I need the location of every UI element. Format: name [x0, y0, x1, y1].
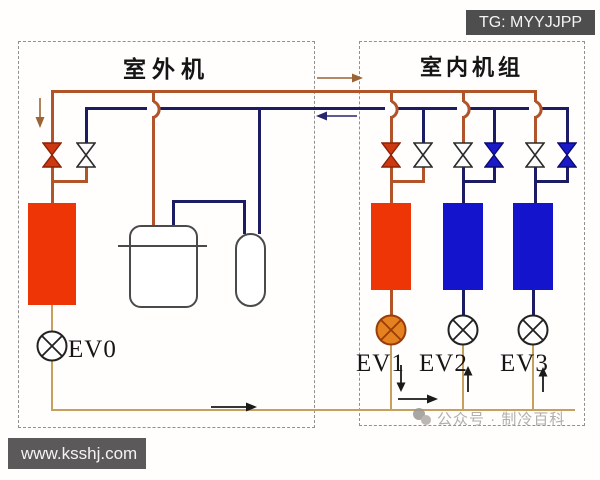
unit1-hot-valve-icon [381, 142, 401, 168]
unit2-hot-valve-icon [453, 142, 473, 168]
unit1-gas-valve-icon [413, 142, 433, 168]
pipe-segment [461, 179, 496, 183]
pipe-segment [461, 290, 465, 316]
pipe-segment [533, 116, 537, 144]
unit3-cold-valve-icon [557, 142, 577, 168]
compressor-oil-level-line [118, 245, 207, 247]
liquid-line-pipe [461, 344, 465, 409]
watermark-logo-icon [413, 408, 431, 425]
pipe-segment [50, 167, 54, 204]
compressor-suction-pipe [171, 200, 175, 225]
expansion-valve-ev3-icon [517, 314, 549, 346]
pipe-segment [389, 290, 393, 316]
pipe-segment [565, 107, 569, 144]
flow-left-arrow-icon [316, 111, 357, 121]
pipe-hop-icon [534, 99, 543, 119]
liquid-line-pipe [50, 359, 54, 410]
pipe-hop-icon [152, 99, 161, 119]
indoor-unit2-heat-exchanger [443, 203, 483, 290]
flow-down-arrow-icon [396, 365, 406, 392]
liquid-line-pipe [531, 344, 535, 409]
site-badge: www.ksshj.com [8, 438, 146, 469]
pipe-segment [531, 290, 535, 316]
pipe-segment [50, 179, 88, 183]
indoor-unit-box: 室内机组 [359, 41, 585, 426]
pipe-segment [533, 179, 569, 183]
pipe-segment [389, 116, 393, 144]
outdoor-unit-title: 室外机 [123, 57, 210, 82]
pipe-segment [421, 107, 425, 144]
pipe-segment [421, 167, 425, 182]
pipe-segment [50, 90, 54, 144]
pipe-segment [389, 179, 425, 183]
expansion-valve-ev1-icon [375, 314, 407, 346]
ev0-label: EV0 [68, 336, 117, 363]
outdoor-unit-box: 室外机 [18, 41, 315, 428]
pipe-segment [492, 107, 496, 144]
unit3-hot-valve-icon [525, 142, 545, 168]
pipe-segment [389, 90, 393, 102]
pipe-crossing-gap [529, 106, 541, 111]
unit2-cold-valve-icon [484, 142, 504, 168]
accumulator [235, 233, 266, 307]
pipe-segment [84, 167, 88, 182]
flow-right-arrow-icon [398, 394, 438, 404]
pipe-segment [533, 90, 537, 102]
compressor-discharge-pipe [151, 116, 155, 225]
ev1-label: EV1 [356, 350, 405, 377]
pipe-hop-icon [390, 99, 399, 119]
pipe-segment [461, 90, 465, 102]
watermark-text: 公众号 · 制冷百科 [437, 411, 566, 428]
indoor-unit1-heat-exchanger [371, 203, 411, 290]
outdoor-heat-exchanger [28, 203, 76, 305]
accumulator-inlet-pipe [257, 107, 261, 234]
flow-right-arrow-icon [317, 73, 363, 83]
outdoor-gas-valve-icon [76, 142, 96, 168]
pipe-segment [533, 167, 537, 204]
compressor-suction-pipe [171, 200, 246, 203]
liquid-header-pipe [50, 408, 575, 411]
pipe-segment [461, 167, 465, 204]
ev2-label: EV2 [419, 350, 468, 377]
compressor-discharge-pipe [151, 90, 155, 102]
indoor-unit-title: 室内机组 [419, 55, 524, 80]
compressor-suction-pipe [242, 200, 246, 234]
pipe-segment [492, 167, 496, 182]
pipe-segment [565, 167, 569, 182]
expansion-valve-ev0-icon [36, 330, 68, 362]
pipe-segment [389, 167, 393, 204]
liquid-line-pipe [389, 344, 393, 409]
pipe-segment [84, 107, 88, 144]
pipe-segment [461, 116, 465, 144]
expansion-valve-ev2-icon [447, 314, 479, 346]
pipe-crossing-gap [385, 106, 397, 111]
flow-up-arrow-icon [538, 367, 548, 392]
flow-right-arrow-icon [211, 402, 257, 412]
compressor [129, 225, 198, 308]
discharge-header-pipe [50, 90, 537, 93]
suction-header-pipe [84, 107, 569, 110]
outdoor-hot-valve-icon [42, 142, 62, 168]
pipe-hop-icon [462, 99, 471, 119]
pipe-crossing-gap [147, 106, 159, 111]
indoor-unit3-heat-exchanger [513, 203, 553, 290]
flow-up-arrow-icon [463, 366, 473, 392]
liquid-line-pipe [50, 305, 54, 333]
pipe-crossing-gap [457, 106, 469, 111]
tg-badge: TG: MYYJJPP [466, 10, 595, 35]
ev3-label: EV3 [500, 350, 549, 377]
flow-down-arrow-icon [35, 98, 45, 128]
